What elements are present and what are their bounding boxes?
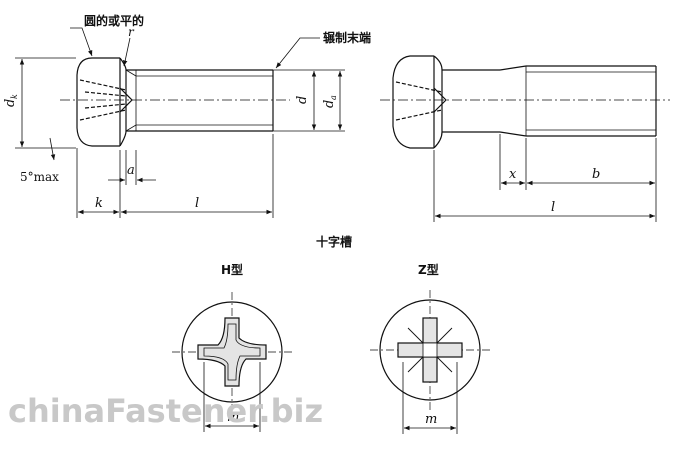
label-z-type: Z型	[418, 262, 439, 277]
label-da-sub: a	[329, 95, 338, 100]
label-d: d	[295, 96, 310, 104]
label-x: x	[509, 167, 517, 182]
label-l-left: l	[195, 196, 199, 211]
label-b: b	[592, 167, 600, 182]
label-rolled-end: 辗制末端	[323, 30, 371, 45]
h-type-recess	[172, 292, 292, 432]
label-m-z: m	[425, 412, 437, 427]
label-five-degree-max: 5°max	[20, 170, 59, 184]
label-k: k	[95, 196, 103, 211]
right-screw-view	[380, 55, 670, 222]
label-round-or-flat: 圆的或平的	[84, 13, 144, 28]
label-da: d	[322, 100, 337, 108]
label-dk: d	[3, 99, 18, 107]
label-dk-sub: k	[10, 94, 19, 99]
label-cross-recess: 十字槽	[316, 234, 352, 249]
left-screw-view	[15, 27, 345, 218]
label-l-right: l	[551, 200, 555, 215]
label-a: a	[127, 163, 135, 178]
label-h-type: H型	[221, 262, 243, 277]
watermark-text: chinaFastener.biz	[8, 392, 323, 430]
label-m-h: m	[227, 410, 239, 425]
z-type-recess	[370, 290, 490, 434]
label-r: r	[128, 25, 135, 39]
